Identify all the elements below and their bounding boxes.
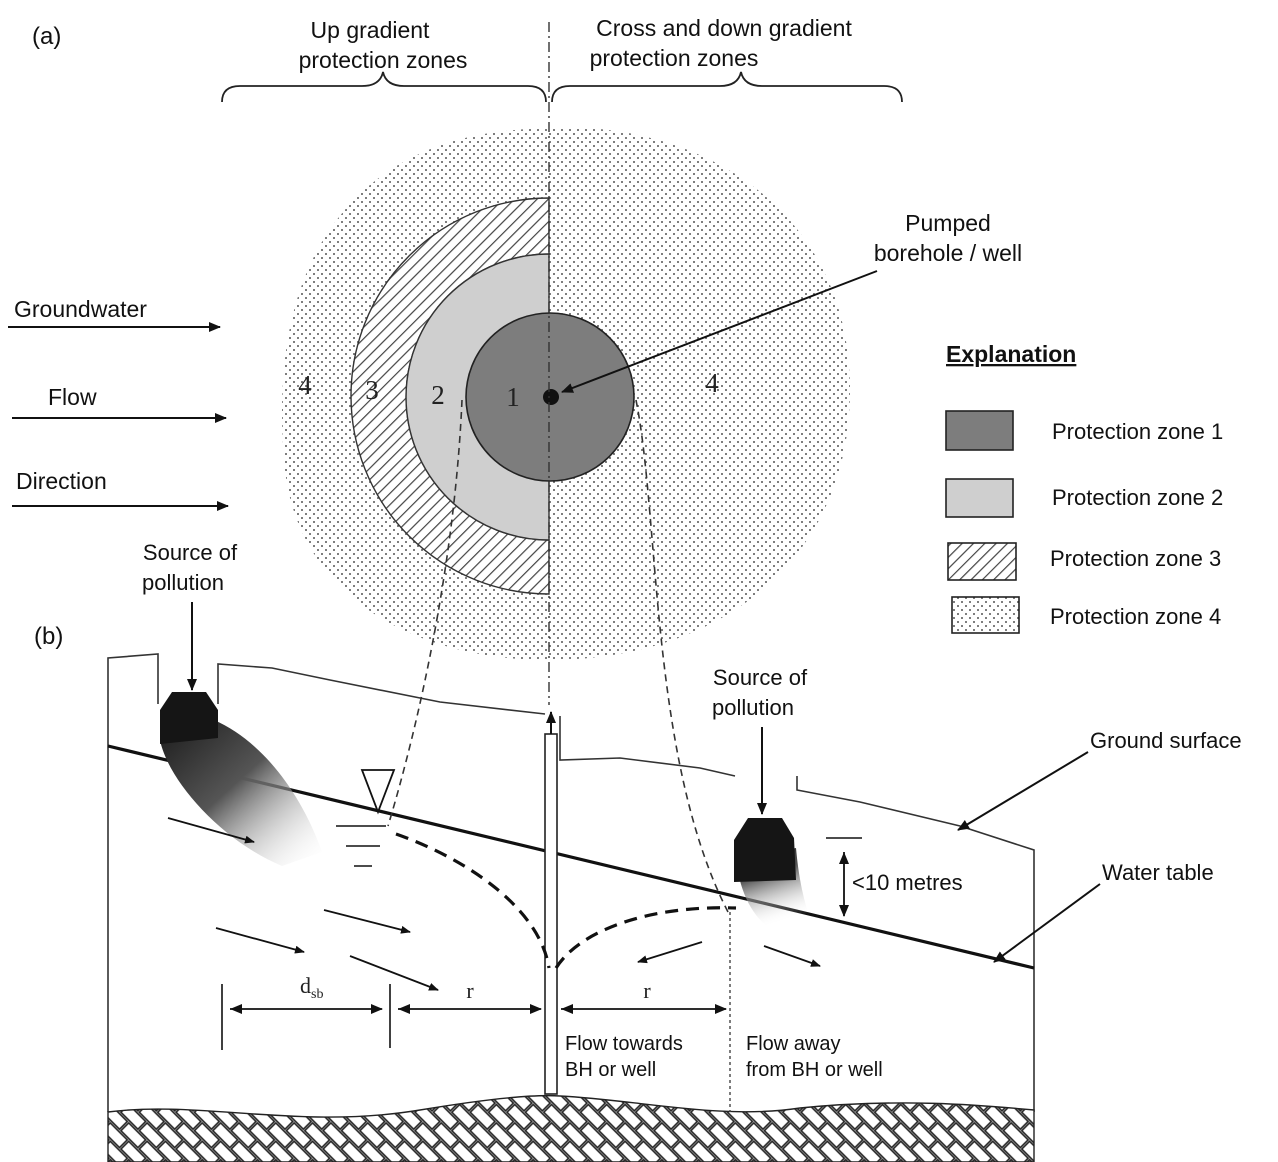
groundwater-label: Groundwater <box>14 296 147 322</box>
pumped-well-label-2: borehole / well <box>874 240 1022 266</box>
depth-label: <10 metres <box>852 870 963 895</box>
up-gradient-brace <box>221 71 547 103</box>
bedrock-layer <box>107 1094 1035 1162</box>
ground-surface-pointer <box>957 751 1089 831</box>
cone-of-depression-left <box>395 832 551 969</box>
up-gradient-label-2: protection zones <box>299 47 468 73</box>
zone-number-4-right: 4 <box>705 368 719 398</box>
r-right-label: r <box>643 978 651 1003</box>
legend-swatch-zone-2 <box>945 478 1014 518</box>
source-pollution-left-1: Source of <box>143 540 238 565</box>
cross-down-gradient-label-1: Cross and down gradient <box>596 15 852 41</box>
aquifer-flow-arrow-4 <box>349 955 439 991</box>
flow-away-label-1: Flow away <box>746 1033 840 1055</box>
panel-a-label: (a) <box>32 23 61 50</box>
zone-number-2: 2 <box>431 380 445 410</box>
pollution-plume-left <box>160 720 322 866</box>
borehole <box>544 733 558 1095</box>
cross-down-gradient-brace <box>551 71 903 103</box>
flow-towards-label-2: BH or well <box>565 1059 656 1081</box>
legend-label-zone-4: Protection zone 4 <box>1050 604 1221 629</box>
dsb-label: dsb <box>300 973 323 1002</box>
legend-label-zone-2: Protection zone 2 <box>1052 485 1223 510</box>
zone-number-1: 1 <box>506 382 520 412</box>
legend-swatch-zone-4 <box>951 596 1020 634</box>
pumped-well-pointer <box>561 270 878 393</box>
legend-swatch-zone-1 <box>945 410 1014 451</box>
legend-swatch-zone-3 <box>947 542 1017 581</box>
water-table-symbol <box>360 769 396 815</box>
panel-b-label: (b) <box>34 623 63 650</box>
aquifer-flow-arrow-5 <box>637 941 703 964</box>
zone-projection-left <box>387 399 463 827</box>
direction-label: Direction <box>16 468 107 494</box>
source-pollution-right-2: pollution <box>712 695 794 720</box>
water-table-pointer <box>993 883 1101 963</box>
r-left-label: r <box>466 978 474 1003</box>
source-pollution-left-2: pollution <box>142 570 224 595</box>
flow-label: Flow <box>48 384 97 410</box>
flow-towards-label-1: Flow towards <box>565 1033 683 1055</box>
up-gradient-label-1: Up gradient <box>311 17 431 43</box>
pumped-well-dot <box>543 389 559 405</box>
zone-projection-right <box>635 399 729 913</box>
source-pollution-right-1: Source of <box>713 665 808 690</box>
aquifer-flow-arrow-6 <box>763 945 821 967</box>
legend-label-zone-1: Protection zone 1 <box>1052 419 1223 444</box>
pumped-well-label-1: Pumped <box>905 210 991 236</box>
legend-title: Explanation <box>946 341 1076 367</box>
aquifer-flow-arrow-2 <box>323 909 411 934</box>
legend-label-zone-3: Protection zone 3 <box>1050 546 1221 571</box>
cross-down-gradient-label-2: protection zones <box>590 45 759 71</box>
water-table-label: Water table <box>1102 860 1214 885</box>
zone-number-3: 3 <box>365 375 379 405</box>
pollution-source-right <box>734 818 796 882</box>
ground-surface-label: Ground surface <box>1090 728 1242 753</box>
flow-away-label-2: from BH or well <box>746 1059 883 1081</box>
aquifer-flow-arrow-1 <box>167 817 255 844</box>
cross-section-outline <box>107 653 1035 1112</box>
pollution-source-left <box>160 692 218 744</box>
zone-number-4-left: 4 <box>298 370 312 400</box>
aquifer-flow-arrow-3 <box>215 927 305 954</box>
